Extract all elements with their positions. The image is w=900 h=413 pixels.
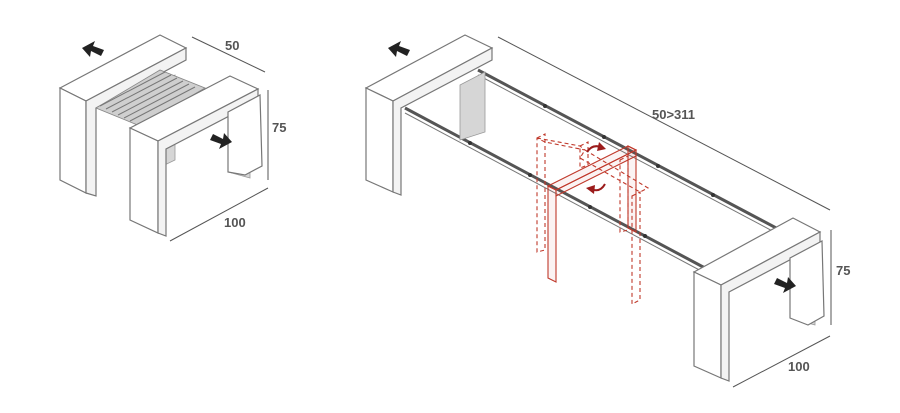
- rotate-arrow-icon: [597, 142, 606, 151]
- closed-table: 50 75 100: [58, 34, 286, 242]
- rotate-arrow-icon-2: [586, 185, 595, 194]
- extended-height-label: 75: [836, 263, 850, 278]
- closed-height-label: 75: [272, 120, 286, 135]
- extended-length-label: 50>311: [652, 107, 695, 122]
- arrow-front-icon: [210, 133, 232, 149]
- extended-front-module: [692, 217, 825, 382]
- closed-back-module: [58, 34, 188, 197]
- extended-back-module: [364, 34, 494, 196]
- arrow-back-icon: [82, 41, 104, 57]
- closed-slats: [95, 69, 206, 127]
- closed-depth-label: 50: [225, 38, 239, 53]
- extension-rails: [404, 68, 781, 274]
- arrow-back-icon-2: [388, 41, 410, 57]
- closed-front-module: [128, 75, 263, 237]
- closed-width-label: 100: [224, 215, 246, 230]
- extended-table: 50>311 75 100: [364, 34, 850, 388]
- arrow-front-icon-2: [774, 277, 796, 293]
- support-leg-ghost: [536, 133, 650, 305]
- extended-width-label: 100: [788, 359, 810, 374]
